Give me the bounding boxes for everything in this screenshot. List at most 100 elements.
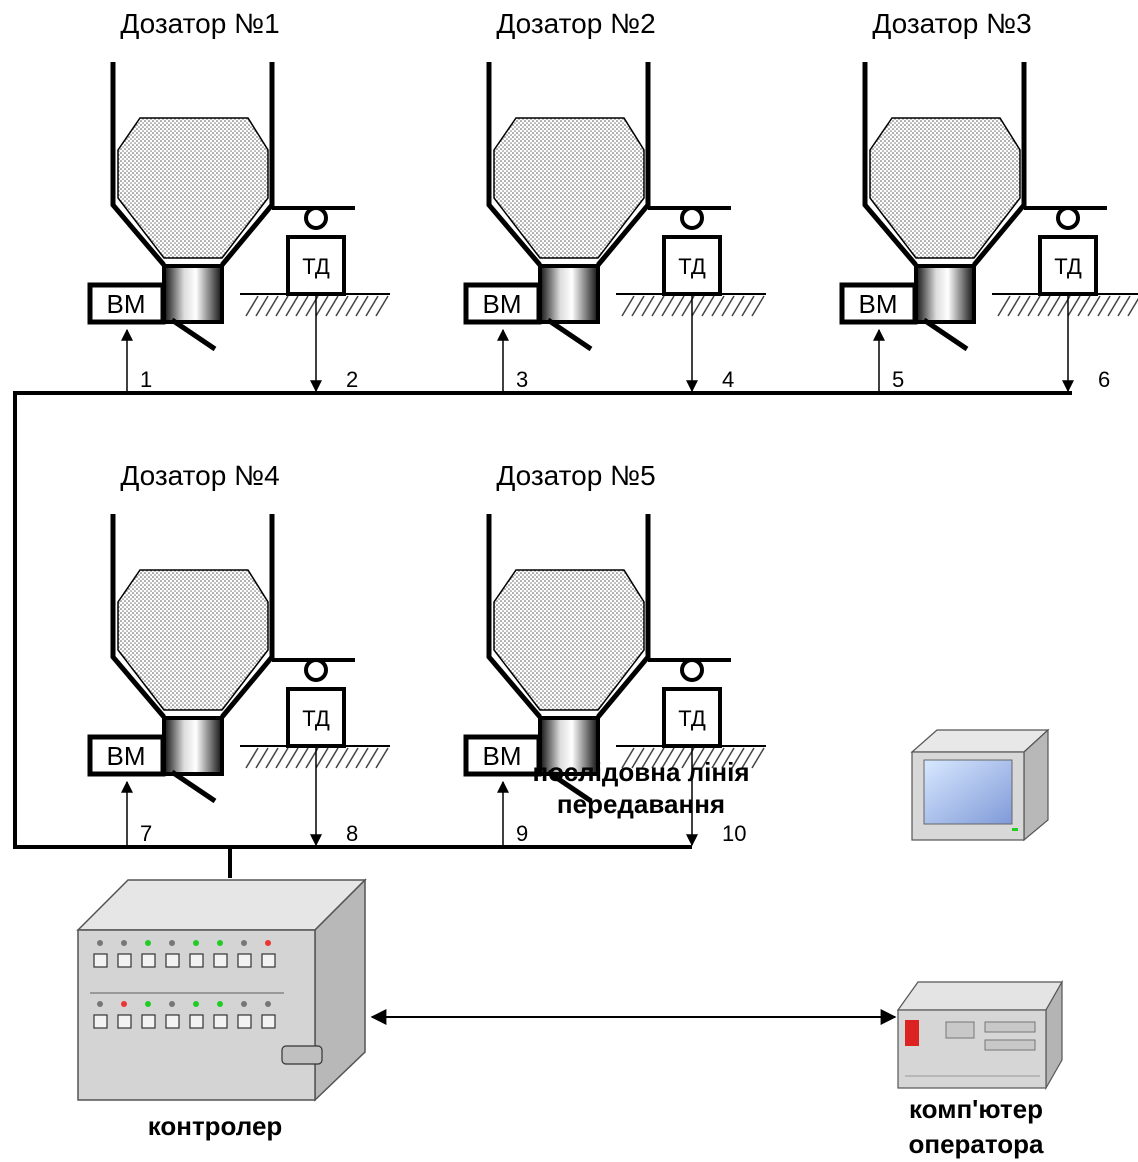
hopper-material [493,569,645,711]
status-led [193,940,199,946]
network-port [189,1014,204,1029]
computer-label-1: комп'ютер [909,1094,1043,1124]
signal-number-in: 3 [516,367,528,392]
sensor-roller [680,206,704,230]
network-port [237,953,252,968]
signal-number-in: 9 [516,821,528,846]
network-port [237,1014,252,1029]
sensor-roller [680,658,704,682]
hopper-wall-right [220,62,275,267]
signal-number-in: 5 [892,367,904,392]
serial-link-label-1: послідовна лінія [532,757,749,787]
sensor-roller [304,206,328,230]
operator-computer [896,728,1064,1091]
hopper-wall-left [862,62,918,267]
sensor-box [286,235,346,296]
dosing-valve [162,716,224,776]
signal-bus [13,391,1072,878]
status-led [169,940,175,946]
hopper-material [869,117,1021,259]
hopper-wall-left [486,514,542,719]
network-port [141,1014,156,1029]
actuator-label: ВМ [107,741,146,771]
sensor-label: ТД [1054,254,1082,279]
discharge-flap [546,769,593,804]
signal-number-in: 1 [140,367,152,392]
sensor-roller [1056,206,1080,230]
discharge-flap [922,317,969,352]
computer-label-2: оператора [908,1129,1044,1159]
controller-label: контролер [148,1111,283,1141]
sensor-roller [304,658,328,682]
ground-hatch [616,745,766,769]
actuator-box [463,734,542,777]
hopper-wall-right [220,514,275,719]
serial-port [281,1045,323,1065]
sensor-box [662,687,722,748]
sensor-label: ТД [678,254,706,279]
network-port [213,953,228,968]
status-led [193,1001,199,1007]
signal-number-out: 8 [346,821,358,846]
status-led [217,1001,223,1007]
serial-link-label-2: передавання [557,789,725,819]
ground-hatch [616,293,766,317]
hopper-wall-right [972,62,1027,267]
signal-number-out: 6 [1098,367,1110,392]
dosing-valve [538,264,600,324]
actuator-label: ВМ [483,289,522,319]
status-led [241,1001,247,1007]
ground-hatch [992,293,1138,317]
network-port [165,953,180,968]
network-port [213,1014,228,1029]
hopper-material [117,569,269,711]
actuator-label: ВМ [859,289,898,319]
discharge-flap [546,317,593,352]
sensor-box [1038,235,1098,296]
sensor-label: ТД [302,254,330,279]
controller-device [76,878,367,1102]
network-port [261,953,276,968]
dispenser-title: Дозатор №2 [496,8,655,39]
actuator-label: ВМ [107,289,146,319]
status-led [241,940,247,946]
actuator-box [839,282,918,325]
status-led [145,1001,151,1007]
status-led [265,1001,271,1007]
hopper-wall-left [110,62,166,267]
hopper-material [117,117,269,259]
hopper-material [493,117,645,259]
network-port [261,1014,276,1029]
status-led [97,940,103,946]
ground-hatch [240,745,390,769]
network-port [141,953,156,968]
dispenser-title: Дозатор №4 [120,460,279,491]
network-port [117,953,132,968]
actuator-label: ВМ [483,741,522,771]
hopper-wall-right [596,62,651,267]
network-port [93,953,108,968]
network-port [165,1014,180,1029]
actuator-box [463,282,542,325]
status-led [217,940,223,946]
signal-number-out: 2 [346,367,358,392]
status-led [145,940,151,946]
status-led [265,940,271,946]
network-port [93,1014,108,1029]
dispenser-title: Дозатор №5 [496,460,655,491]
sensor-label: ТД [678,706,706,731]
network-port [117,1014,132,1029]
dosing-valve [914,264,976,324]
hopper-wall-right [596,514,651,719]
actuator-box [87,734,166,777]
hopper-wall-left [110,514,166,719]
network-port [189,953,204,968]
signal-number-in: 7 [140,821,152,846]
discharge-flap [170,769,217,804]
status-led [121,1001,127,1007]
